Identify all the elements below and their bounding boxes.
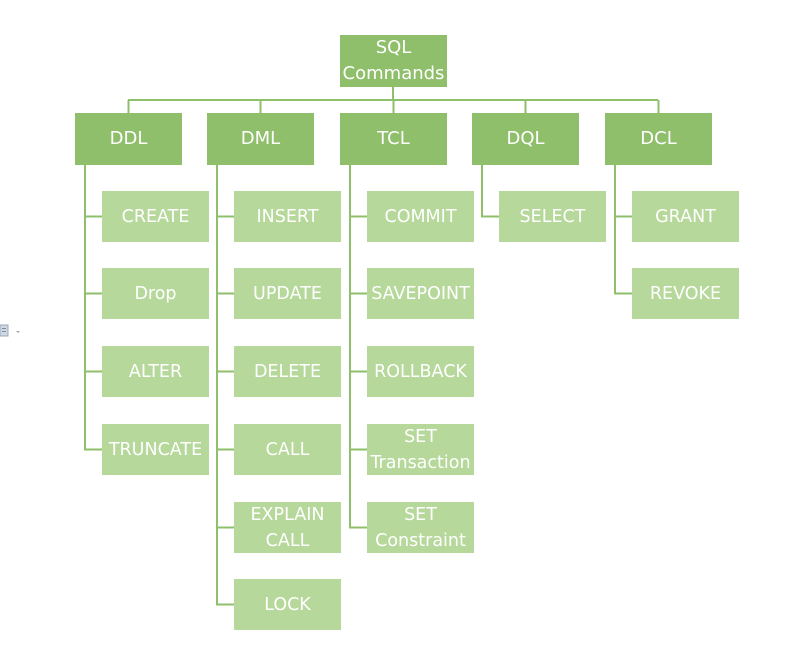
command-label: SELECT [519, 206, 586, 227]
category-node-dml: DML [207, 113, 314, 165]
root-label: SQL Commands [342, 37, 445, 84]
command-node: SET Constraint [367, 502, 474, 553]
category-node-dcl: DCL [605, 113, 712, 165]
command-label: ALTER [128, 361, 183, 382]
command-label: DELETE [253, 361, 322, 382]
command-node: SET Transaction [367, 424, 474, 475]
command-node: CREATE [102, 191, 209, 242]
command-node: CALL [234, 424, 341, 475]
command-label: SAVEPOINT [371, 283, 470, 304]
category-label: DCL [640, 128, 677, 149]
category-label: TCL [377, 128, 410, 149]
command-label: ROLLBACK [374, 361, 467, 382]
command-label: INSERT [256, 206, 319, 227]
command-node: Drop [102, 268, 209, 319]
command-label: CALL [265, 439, 310, 460]
command-label: GRANT [655, 206, 716, 227]
command-node: EXPLAIN CALL [234, 502, 341, 553]
command-label: TRUNCATE [108, 439, 203, 460]
command-label: COMMIT [384, 206, 457, 227]
command-node: SELECT [499, 191, 606, 242]
category-label: DML [240, 128, 281, 149]
root-node-sql-commands: SQL Commands [340, 35, 447, 87]
command-node: ROLLBACK [367, 346, 474, 397]
command-label: EXPLAIN CALL [250, 504, 325, 551]
command-label: SET Constraint [375, 504, 466, 551]
command-node: LOCK [234, 579, 341, 630]
command-node: UPDATE [234, 268, 341, 319]
category-label: DQL [506, 128, 545, 149]
command-node: COMMIT [367, 191, 474, 242]
command-label: REVOKE [649, 283, 722, 304]
command-node: TRUNCATE [102, 424, 209, 475]
command-label: Drop [134, 283, 177, 304]
command-node: GRANT [632, 191, 739, 242]
command-label: LOCK [264, 594, 311, 615]
command-label: CREATE [121, 206, 190, 227]
category-label: DDL [109, 128, 148, 149]
command-node: REVOKE [632, 268, 739, 319]
command-label: SET Transaction [370, 426, 471, 473]
category-node-dql: DQL [472, 113, 579, 165]
document-paste-icon[interactable] [0, 322, 24, 340]
command-node: SAVEPOINT [367, 268, 474, 319]
command-node: DELETE [234, 346, 341, 397]
command-label: UPDATE [253, 283, 322, 304]
command-node: INSERT [234, 191, 341, 242]
category-node-ddl: DDL [75, 113, 182, 165]
command-node: ALTER [102, 346, 209, 397]
category-node-tcl: TCL [340, 113, 447, 165]
